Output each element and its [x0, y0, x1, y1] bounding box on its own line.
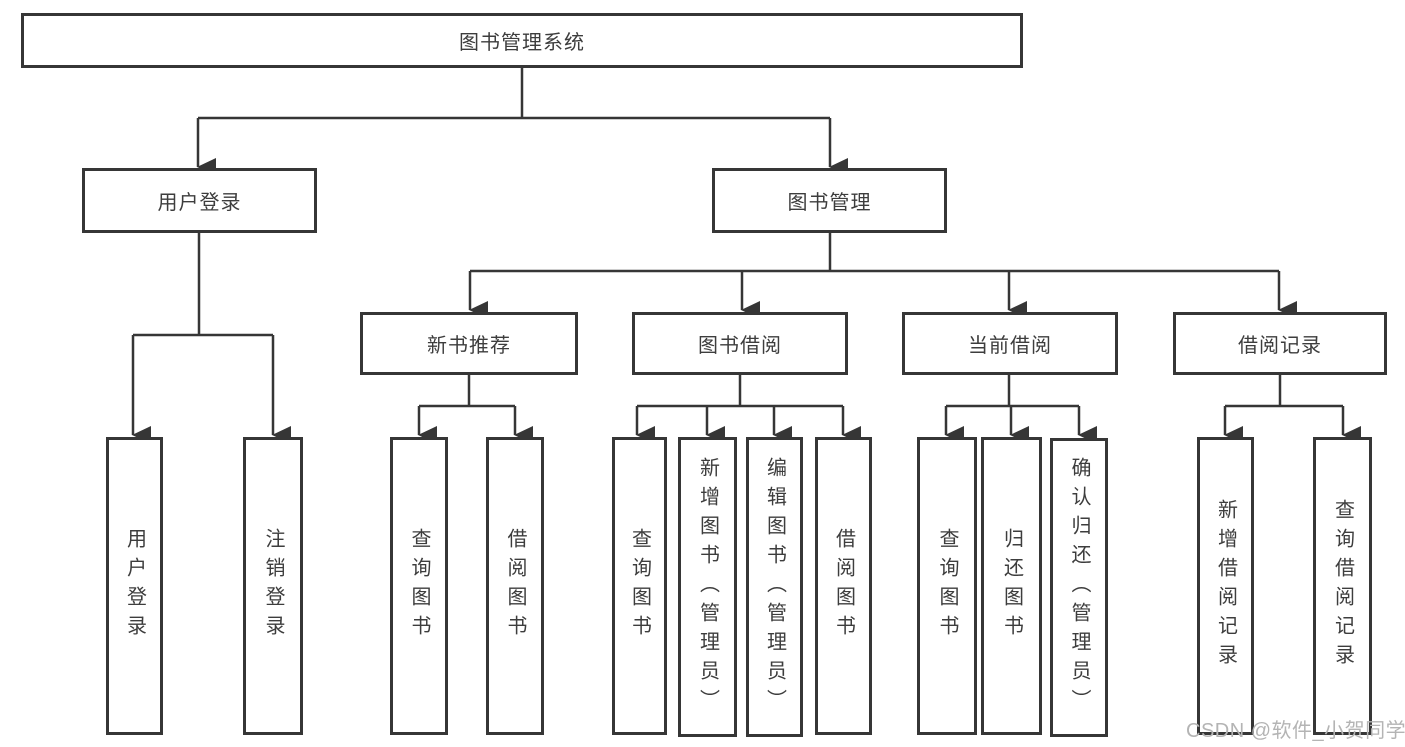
- node-borrow-record: 借阅记录: [1173, 312, 1387, 375]
- leaf-return-books: 归还图书: [981, 437, 1042, 735]
- node-current-borrow: 当前借阅: [902, 312, 1118, 375]
- leaf-query-books-current: 查询图书: [917, 437, 977, 735]
- node-new-book-recommend: 新书推荐: [360, 312, 578, 375]
- node-book-management: 图书管理: [712, 168, 947, 233]
- leaf-edit-book-admin: 编辑图书（管理员）: [746, 437, 803, 737]
- leaf-user-login: 用户登录: [106, 437, 163, 735]
- leaf-borrow-books-recommend: 借阅图书: [486, 437, 544, 735]
- leaf-add-book-admin: 新增图书（管理员）: [678, 437, 737, 737]
- node-user-login: 用户登录: [82, 168, 317, 233]
- leaf-query-borrow-record: 查询借阅记录: [1313, 437, 1372, 735]
- leaf-logout: 注销登录: [243, 437, 303, 735]
- leaf-confirm-return-admin: 确认归还（管理员）: [1050, 438, 1108, 737]
- csdn-watermark: CSDN @软件_小贺同学: [1186, 720, 1405, 742]
- node-book-borrow: 图书借阅: [632, 312, 848, 375]
- node-library-system: 图书管理系统: [21, 13, 1023, 68]
- leaf-query-books-recommend: 查询图书: [390, 437, 448, 735]
- leaf-borrow-books: 借阅图书: [815, 437, 872, 735]
- leaf-add-borrow-record: 新增借阅记录: [1197, 437, 1254, 735]
- leaf-query-books-borrow: 查询图书: [612, 437, 667, 735]
